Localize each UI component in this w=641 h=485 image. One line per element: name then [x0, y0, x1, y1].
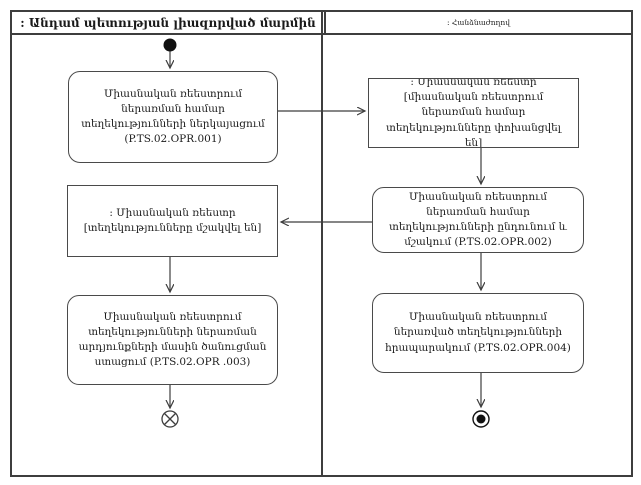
swimlane-divider [321, 10, 323, 477]
object-node-registry-transferred: : Միասնական ռեեստր [միասնական ռեեստրում … [368, 78, 579, 148]
action-node-receive-notification: Միասնական ռեեստրում տեղեկությունների ներ… [67, 295, 278, 385]
action-node-submit-info: Միասնական ռեեստրում ներառման համար տեղեկ… [68, 71, 278, 163]
swimlane-header-row: : Անդամ պետության լիազորված մարմին : Հան… [10, 10, 633, 35]
swimlane-header-authorized-body: : Անդամ պետության լիազորված մարմին [20, 15, 316, 30]
action-node-publish: Միասնական ռեեստրում ներառված տեղեկությու… [372, 293, 584, 373]
action-node-receive-process: Միասնական ռեեստրում ներառման համար տեղեկ… [372, 187, 584, 253]
object-node-registry-processed: : Միասնական ռեեստր [տեղեկությունները մշա… [67, 185, 278, 257]
swimlane-header-commission: : Հանձնաժողով [324, 12, 631, 33]
